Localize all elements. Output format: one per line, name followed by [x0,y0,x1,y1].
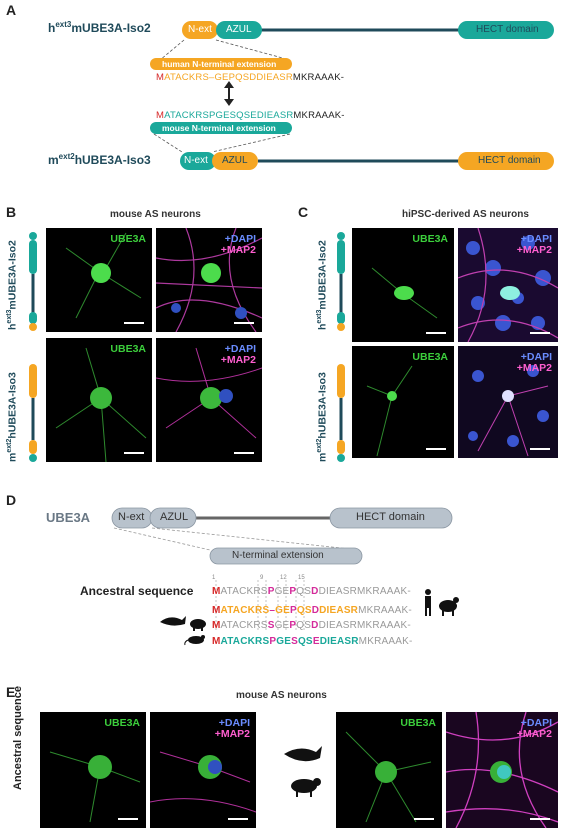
panel-b-title: mouse AS neurons [110,209,201,220]
human-sequence: MATACKRS–GEPQSDDIEASRMKRAAAK- [156,72,345,83]
panel-c-letter: C [298,204,309,220]
micrograph-c-iso2-merge: +DAPI+MAP2 [458,228,558,342]
ube3a-label: UBE3A [412,233,448,245]
mouse-ext-label: mouse N-terminal extension [162,123,276,133]
panel-e-letter: E [6,684,16,700]
micrograph-b-iso3-ube3a: UBE3A [46,338,152,462]
ube3a-label: UBE3A [110,233,146,245]
human-ape-icon [425,589,459,616]
micrograph-e-whale-ube3a: UBE3A [336,712,442,828]
micrograph-b-iso2-ube3a: UBE3A [46,228,152,332]
bottom-azul-label: AZUL [222,155,248,166]
dapi-map2-label: +DAPI+MAP2 [220,343,256,366]
protein-label: UBE3A [46,510,91,525]
d-next-label: N-ext [118,511,145,523]
pos-12: 12 [280,575,287,581]
micrograph-e-ancestral-ube3a: UBE3A [40,712,146,828]
scale-bar [530,332,550,334]
whale-boar-silhouettes [284,746,322,797]
panel-d-diagram [111,507,453,565]
position-guides [215,580,305,630]
panel-c-row1-schematic [337,232,345,331]
d-azul-label: AZUL [160,511,189,523]
scale-bar [426,332,446,334]
panel-b-letter: B [6,204,17,220]
pos-9: 9 [260,575,264,581]
scale-bar [124,322,144,324]
micrograph-c-iso3-ube3a: UBE3A [352,346,454,458]
panel-d-letter: D [6,492,17,508]
dapi-map2-label: +DAPI+MAP2 [516,351,552,374]
panel-c-row2-schematic [337,364,345,462]
panel-b-row1-schematic [29,232,37,331]
dapi-map2-label: +DAPI+MAP2 [220,233,256,256]
scale-bar [426,448,446,450]
scale-bar [228,818,248,820]
top-azul-label: AZUL [226,24,252,35]
panel-e-title: mouse AS neurons [236,690,327,701]
top-hect-label: HECT domain [476,24,539,35]
bottom-next-label: N-ext [184,155,208,166]
ube3a-label: UBE3A [104,717,140,729]
micrograph-e-whale-merge: +DAPI+MAP2 [446,712,558,828]
micrograph-b-iso2-merge: +DAPI+MAP2 [156,228,262,332]
seq-whale-boar: MATACKRSSGEPQSDDIEASRMKRAAAK- [212,620,411,631]
dapi-map2-label: +DAPI+MAP2 [214,717,250,740]
whale-boar-icon [160,616,206,631]
mouse-icon [184,635,205,646]
seq-ancestral: MATACKRSPGEPQSDDIEASRMKRAAAK- [212,586,411,597]
panel-c-title: hiPSC-derived AS neurons [402,209,529,220]
mouse-sequence: MATACKRSPGESQSEDIEASRMKRAAAK- [156,110,345,121]
scale-bar [234,322,254,324]
construct-top-label: hext3mUBE3A-Iso2 [48,20,151,35]
ube3a-label: UBE3A [400,717,436,729]
panel-a-diagram [150,21,554,170]
scale-bar [234,452,254,454]
scale-bar [530,448,550,450]
scale-bar [530,818,550,820]
pos-1: 1 [212,575,216,581]
micrograph-b-iso3-merge: +DAPI+MAP2 [156,338,262,462]
pos-15: 15 [298,575,305,581]
panel-a-letter: A [6,2,17,18]
top-next-label: N-ext [188,24,212,35]
scale-bar [124,452,144,454]
d-ext-label: N-terminal extension [232,550,324,561]
seq-mouse: MATACKRSPGESQSEDIEASRMKRAAAK- [212,636,413,647]
panel-b-row2-label: mext2hUBE3A-Iso3 [6,372,19,462]
ube3a-label: UBE3A [412,351,448,363]
dapi-map2-label: +DAPI+MAP2 [516,233,552,256]
panel-e-row-label: Ancestral sequence [12,686,24,790]
panel-b-row2-schematic [29,364,37,462]
ube3a-label: UBE3A [110,343,146,355]
scale-bar [118,818,138,820]
seq-human: MATACKRS–GEPQSDDIEASRMKRAAAK- [212,605,412,616]
micrograph-c-iso2-ube3a: UBE3A [352,228,454,342]
ancestral-label: Ancestral sequence [80,584,194,598]
human-ext-label: human N-terminal extension [162,59,277,69]
panel-c-row2-label: mext2hUBE3A-Iso3 [316,372,329,462]
micrograph-c-iso3-merge: +DAPI+MAP2 [458,346,558,458]
scale-bar [414,818,434,820]
panel-b-row1-label: hext3mUBE3A-Iso2 [6,240,19,330]
bottom-hect-label: HECT domain [478,155,541,166]
construct-bottom-label: mext2hUBE3A-Iso3 [48,152,151,167]
micrograph-e-ancestral-merge: +DAPI+MAP2 [150,712,256,828]
d-hect-label: HECT domain [356,511,425,523]
dapi-map2-label: +DAPI+MAP2 [516,717,552,740]
panel-c-row1-label: hext3mUBE3A-Iso2 [316,240,329,330]
